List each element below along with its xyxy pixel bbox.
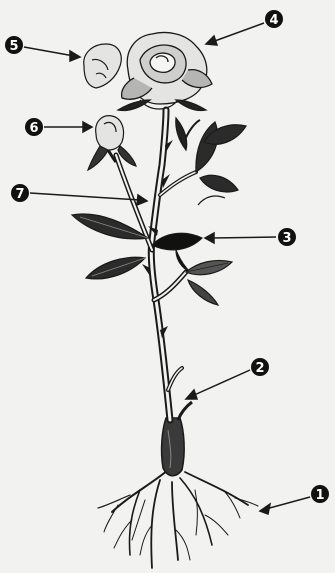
- label-2-text: 2: [255, 361, 264, 376]
- label-1-text: 1: [315, 488, 324, 503]
- label-5-badge: 5: [5, 36, 23, 54]
- label-4-text: 4: [269, 13, 278, 28]
- label-7-text: 7: [15, 187, 24, 202]
- rose-flower: [118, 33, 212, 111]
- label-7-badge: 7: [11, 184, 29, 202]
- label-5-text: 5: [9, 39, 18, 54]
- label-1-badge: 1: [311, 485, 329, 503]
- roots: [98, 470, 258, 568]
- label-3-text: 3: [282, 231, 291, 246]
- rose-bud: [88, 116, 136, 170]
- label-3-badge: 3: [278, 228, 296, 246]
- label-6-text: 6: [29, 121, 38, 136]
- label-4-badge: 4: [265, 10, 283, 28]
- detached-petal: [84, 44, 121, 88]
- label-2-badge: 2: [251, 358, 269, 376]
- label-6-badge: 6: [25, 118, 43, 136]
